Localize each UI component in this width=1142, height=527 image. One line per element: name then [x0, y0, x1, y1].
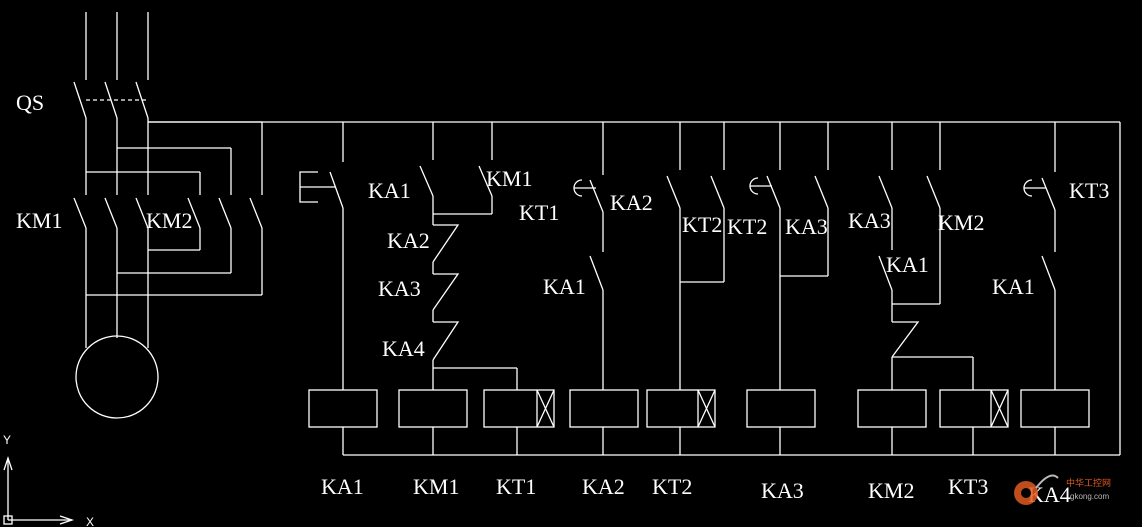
- label-interlock-ka3: KA3: [378, 276, 421, 301]
- watermark-url: gkong.com: [1070, 492, 1109, 501]
- coil-ka1: [308, 389, 378, 428]
- label-km1-main: KM1: [16, 208, 62, 233]
- label-contact-km2: KM2: [938, 210, 984, 235]
- label-coil-ka3: KA3: [761, 478, 804, 503]
- ucs-x-label: X: [86, 515, 94, 527]
- label-contact-km1: KM1: [486, 166, 532, 191]
- label-contact-kt2-a: KT2: [682, 212, 722, 237]
- label-coil-kt2: KT2: [652, 474, 692, 499]
- rung-kt2: [666, 122, 725, 455]
- ucs-y-label: Y: [3, 433, 11, 447]
- label-coil-km2: KM2: [868, 478, 914, 503]
- rung-ka1: [299, 122, 344, 455]
- rung-km2: [878, 122, 974, 455]
- watermark-name: 中华工控网: [1066, 477, 1111, 488]
- label-contact-ka1-rung7: KA1: [992, 274, 1035, 299]
- label-contact-ka1: KA1: [368, 178, 411, 203]
- control-circuit: KA1 KM1 KT1 KA2 KT2 KT2 KA3 KA3 KM2 KT3 …: [148, 121, 1121, 507]
- coil-km1: [398, 389, 468, 428]
- rung-ka2: [573, 122, 604, 455]
- label-coil-ka2: KA2: [582, 474, 625, 499]
- qs-switch: [73, 81, 149, 119]
- coil-kt2: [646, 389, 716, 428]
- power-circuit: QS KM1 KM2: [16, 12, 263, 419]
- label-qs: QS: [16, 90, 44, 115]
- km2-main-contacts: [187, 197, 263, 229]
- coil-kt1: [483, 389, 555, 428]
- label-coil-km1: KM1: [413, 474, 459, 499]
- label-contact-ka2: KA2: [610, 190, 653, 215]
- coil-row: [308, 389, 1090, 428]
- ucs-axis-icon: Y X: [3, 433, 94, 527]
- coil-ka2: [569, 389, 639, 428]
- km1-main-contacts: [73, 197, 149, 229]
- coil-ka3: [746, 389, 816, 428]
- coil-km2: [857, 389, 927, 428]
- label-contact-kt2-b: KT2: [727, 214, 767, 239]
- coil-kt3: [939, 389, 1009, 428]
- label-contact-ka1-rung3: KA1: [543, 274, 586, 299]
- rung-ka4: [1023, 122, 1056, 455]
- coil-ka4: [1020, 389, 1090, 428]
- rung-ka3: [749, 122, 829, 455]
- label-contact-ka3: KA3: [785, 214, 828, 239]
- label-interlock-ka2: KA2: [387, 228, 430, 253]
- label-contact-kt3: KT3: [1069, 178, 1109, 203]
- watermark-logo: 中华工控网 gkong.com: [1014, 474, 1111, 505]
- label-interlock-ka4: KA4: [382, 336, 425, 361]
- label-coil-kt1: KT1: [496, 474, 536, 499]
- label-contact-kt1: KT1: [519, 200, 559, 225]
- label-contact-ka1-rung6: KA1: [886, 252, 929, 277]
- label-contact-ka3-b: KA3: [848, 208, 891, 233]
- label-coil-kt3: KT3: [948, 474, 988, 499]
- label-coil-ka1: KA1: [321, 474, 364, 499]
- rung-km1: [419, 122, 518, 455]
- motor-symbol: [75, 335, 159, 419]
- label-km2-main: KM2: [146, 208, 192, 233]
